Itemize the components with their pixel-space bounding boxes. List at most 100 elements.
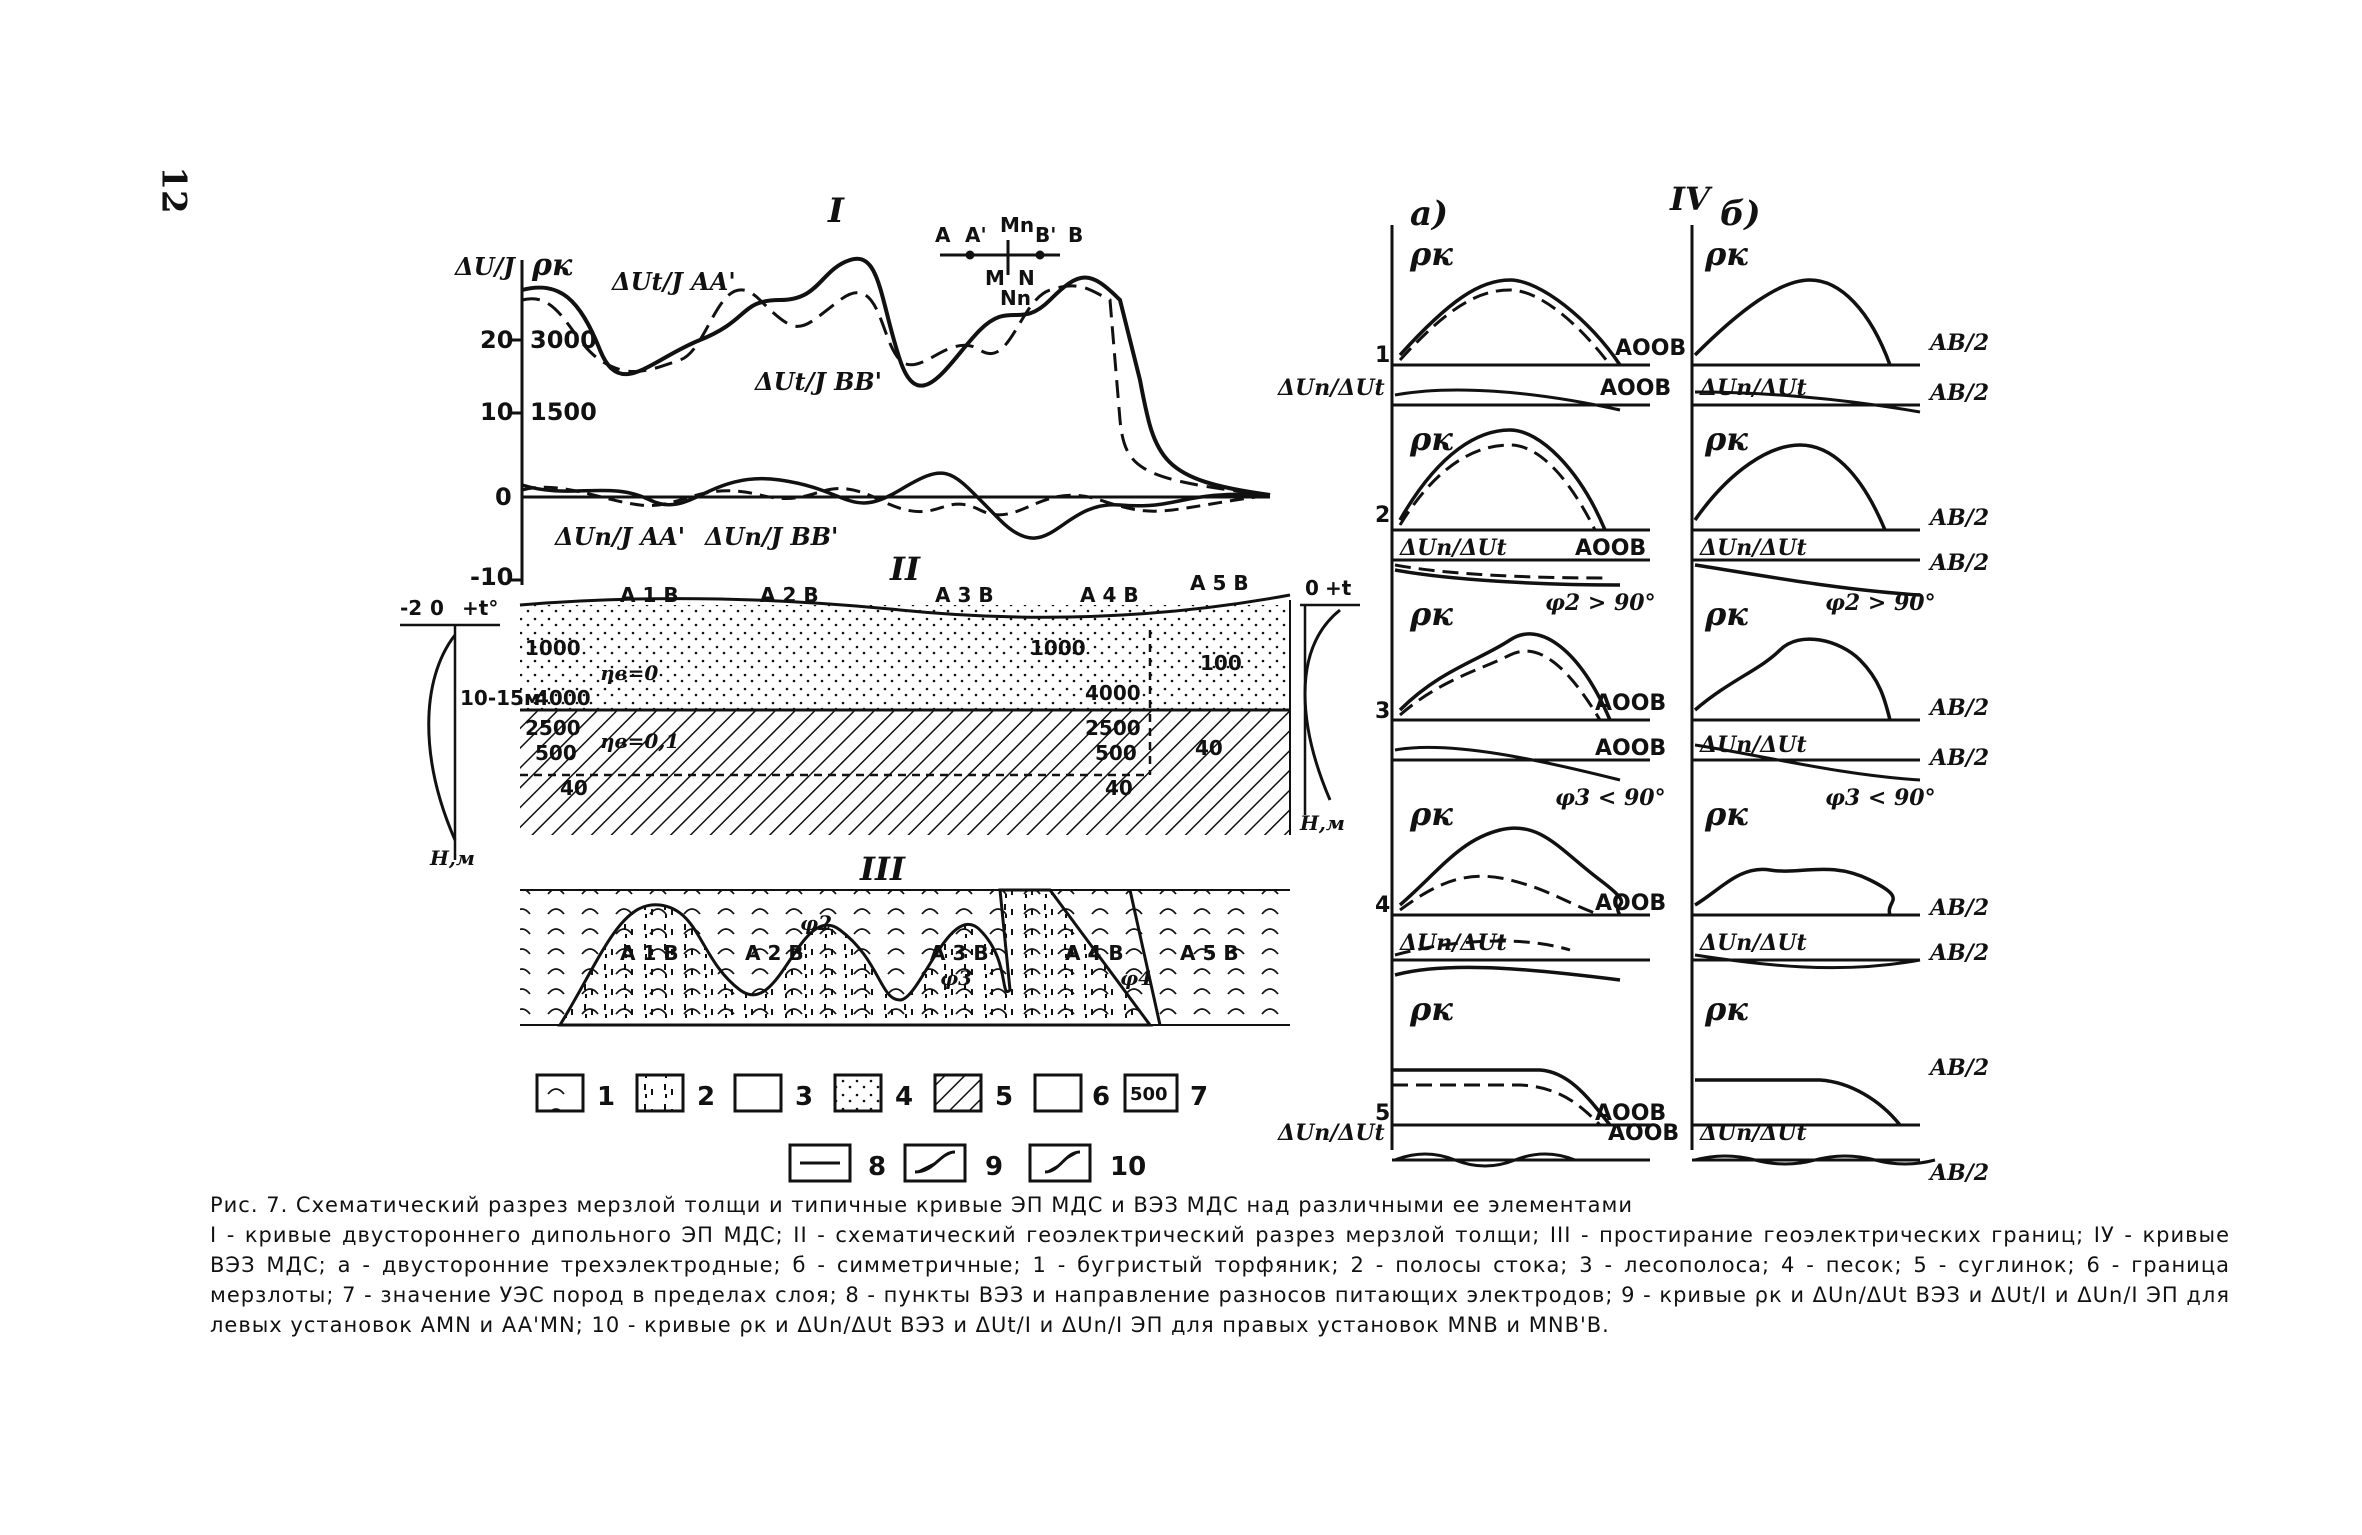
svg-text:-2: -2 bbox=[400, 596, 422, 620]
svg-text:+t: +t bbox=[1325, 576, 1352, 600]
svg-text:A 5 B: A 5 B bbox=[1190, 571, 1249, 595]
svg-text:AOOB: AOOB bbox=[1615, 336, 1686, 361]
svg-text:ΔUn/ΔUt: ΔUn/ΔUt bbox=[1277, 375, 1385, 401]
svg-text:0: 0 bbox=[430, 596, 444, 620]
svg-text:H,м: H,м bbox=[1299, 811, 1345, 835]
svg-text:3000: 3000 bbox=[530, 326, 597, 354]
svg-text:A 4 B: A 4 B bbox=[1080, 583, 1139, 607]
svg-text:2500: 2500 bbox=[1085, 716, 1141, 740]
svg-text:AB/2: AB/2 bbox=[1928, 330, 1989, 356]
svg-text:10: 10 bbox=[480, 398, 513, 426]
svg-text:AB/2: AB/2 bbox=[1928, 505, 1989, 531]
curve-dUn-AA bbox=[521, 485, 1271, 517]
svg-text:+t°: +t° bbox=[462, 596, 498, 620]
svg-text:ΔUn/ΔUt: ΔUn/ΔUt bbox=[1699, 930, 1807, 956]
svg-text:ρк: ρк bbox=[1409, 795, 1453, 833]
svg-text:4000: 4000 bbox=[535, 686, 591, 710]
svg-text:AB/2: AB/2 bbox=[1928, 550, 1989, 576]
svg-text:500: 500 bbox=[535, 741, 577, 765]
svg-text:A': A' bbox=[965, 223, 987, 247]
svg-text:-10: -10 bbox=[470, 563, 513, 591]
svg-text:AB/2: AB/2 bbox=[1928, 745, 1989, 771]
svg-text:IV: IV bbox=[1669, 180, 1713, 218]
svg-text:40: 40 bbox=[1105, 776, 1133, 800]
svg-text:100: 100 bbox=[1200, 651, 1242, 675]
figure-caption: Рис. 7. Схематический разрез мерзлой тол… bbox=[210, 1190, 2230, 1340]
curve-dUt-AA bbox=[521, 284, 1271, 497]
svg-text:500: 500 bbox=[1095, 741, 1137, 765]
svg-text:Nn: Nn bbox=[1000, 286, 1031, 310]
svg-text:ΔUn/ΔUt: ΔUn/ΔUt bbox=[1399, 535, 1507, 561]
svg-text:ΔUn/J BB': ΔUn/J BB' bbox=[704, 522, 838, 551]
svg-text:2: 2 bbox=[697, 1082, 715, 1112]
svg-text:5: 5 bbox=[995, 1082, 1013, 1112]
svg-text:ΔUn/ΔUt: ΔUn/ΔUt bbox=[1699, 535, 1807, 561]
svg-text:0: 0 bbox=[495, 483, 512, 511]
svg-text:ρк: ρк bbox=[1704, 595, 1748, 633]
svg-text:A 3 B: A 3 B bbox=[930, 941, 989, 965]
svg-text:AOOB: AOOB bbox=[1608, 1121, 1679, 1146]
svg-text:ηв=0: ηв=0 bbox=[600, 661, 658, 685]
svg-text:ρк: ρк bbox=[1704, 795, 1748, 833]
svg-text:A 1 B: A 1 B bbox=[620, 583, 679, 607]
svg-text:ΔUn/ΔUt: ΔUn/ΔUt bbox=[1699, 375, 1807, 401]
svg-text:φ2 > 90°: φ2 > 90° bbox=[1825, 590, 1936, 616]
curve-dUn-BB bbox=[521, 471, 1271, 540]
svg-text:AOOB: AOOB bbox=[1595, 736, 1666, 761]
svg-text:AB/2: AB/2 bbox=[1928, 940, 1989, 966]
svg-text:A 2 B: A 2 B bbox=[760, 583, 819, 607]
svg-text:ρк: ρк bbox=[1409, 235, 1453, 273]
svg-text:ΔUt/J AA': ΔUt/J AA' bbox=[611, 267, 736, 296]
svg-text:2500: 2500 bbox=[525, 716, 581, 740]
svg-text:A 3 B: A 3 B bbox=[935, 583, 994, 607]
svg-text:Mn: Mn bbox=[1000, 213, 1034, 237]
svg-text:4000: 4000 bbox=[1085, 681, 1141, 705]
svg-text:40: 40 bbox=[560, 776, 588, 800]
svg-text:A 2 B: A 2 B bbox=[745, 941, 804, 965]
svg-text:ρк: ρк bbox=[1704, 235, 1748, 273]
svg-text:10: 10 bbox=[1110, 1152, 1146, 1182]
svg-text:ΔUn/J AA': ΔUn/J AA' bbox=[554, 522, 685, 551]
svg-text:ηв=0,1: ηв=0,1 bbox=[600, 729, 679, 753]
panel-I-labels: ΔU/J ρк 20 10 0 -10 3000 1500 ΔUt/J AA' … bbox=[454, 213, 1083, 591]
panel-IV bbox=[1390, 225, 1936, 1168]
svg-text:4: 4 bbox=[895, 1082, 913, 1112]
svg-text:AOOB: AOOB bbox=[1600, 376, 1671, 401]
svg-text:AB/2: AB/2 bbox=[1928, 895, 1989, 921]
svg-text:2: 2 bbox=[1375, 503, 1390, 528]
svg-text:AOOB: AOOB bbox=[1595, 891, 1666, 916]
svg-text:A: A bbox=[935, 223, 951, 247]
svg-text:AB/2: AB/2 bbox=[1928, 380, 1989, 406]
svg-text:4: 4 bbox=[1375, 893, 1390, 918]
svg-text:φ3 < 90°: φ3 < 90° bbox=[1825, 785, 1936, 811]
svg-text:1: 1 bbox=[597, 1082, 615, 1112]
svg-text:AOOB: AOOB bbox=[1595, 691, 1666, 716]
panel-I-roman: I bbox=[827, 191, 845, 231]
svg-text:9: 9 bbox=[985, 1152, 1003, 1182]
svg-text:B: B bbox=[1068, 223, 1083, 247]
svg-text:3: 3 bbox=[1375, 699, 1390, 724]
svg-text:20: 20 bbox=[480, 326, 513, 354]
svg-text:A 5 B: A 5 B bbox=[1180, 941, 1239, 965]
svg-text:6: 6 bbox=[1092, 1082, 1110, 1112]
svg-text:7: 7 bbox=[1190, 1082, 1208, 1112]
panel-II-labels: II -2 0 +t° 10-15м H,м 0 +t H,м A 1 B A … bbox=[400, 550, 1352, 870]
svg-text:AB/2: AB/2 bbox=[1928, 695, 1989, 721]
svg-text:0: 0 bbox=[1305, 576, 1319, 600]
caption-body: I - кривые двустороннего дипольного ЭП М… bbox=[210, 1223, 2230, 1337]
svg-text:8: 8 bbox=[868, 1152, 886, 1182]
svg-text:ΔUn/ΔUt: ΔUn/ΔUt bbox=[1699, 1120, 1807, 1146]
svg-text:φ3: φ3 bbox=[940, 966, 972, 990]
svg-text:A 1 B: A 1 B bbox=[620, 941, 679, 965]
svg-text:ρк: ρк bbox=[1704, 420, 1748, 458]
panel-IV-labels: IV а) б) ρк ρк ρк ρк ρк ρк ρк ρк ρк ρк 1… bbox=[1277, 180, 1989, 1186]
svg-text:φ2 > 90°: φ2 > 90° bbox=[1545, 590, 1656, 616]
svg-text:3: 3 bbox=[795, 1082, 813, 1112]
svg-text:ΔUn/ΔUt: ΔUn/ΔUt bbox=[1699, 732, 1807, 758]
svg-text:B': B' bbox=[1035, 223, 1056, 247]
svg-text:ρк: ρк bbox=[1704, 990, 1748, 1028]
svg-text:AOOB: AOOB bbox=[1595, 1101, 1666, 1126]
svg-text:AOOB: AOOB bbox=[1575, 536, 1646, 561]
panel-II bbox=[400, 593, 1360, 860]
svg-text:AB/2: AB/2 bbox=[1928, 1160, 1989, 1186]
